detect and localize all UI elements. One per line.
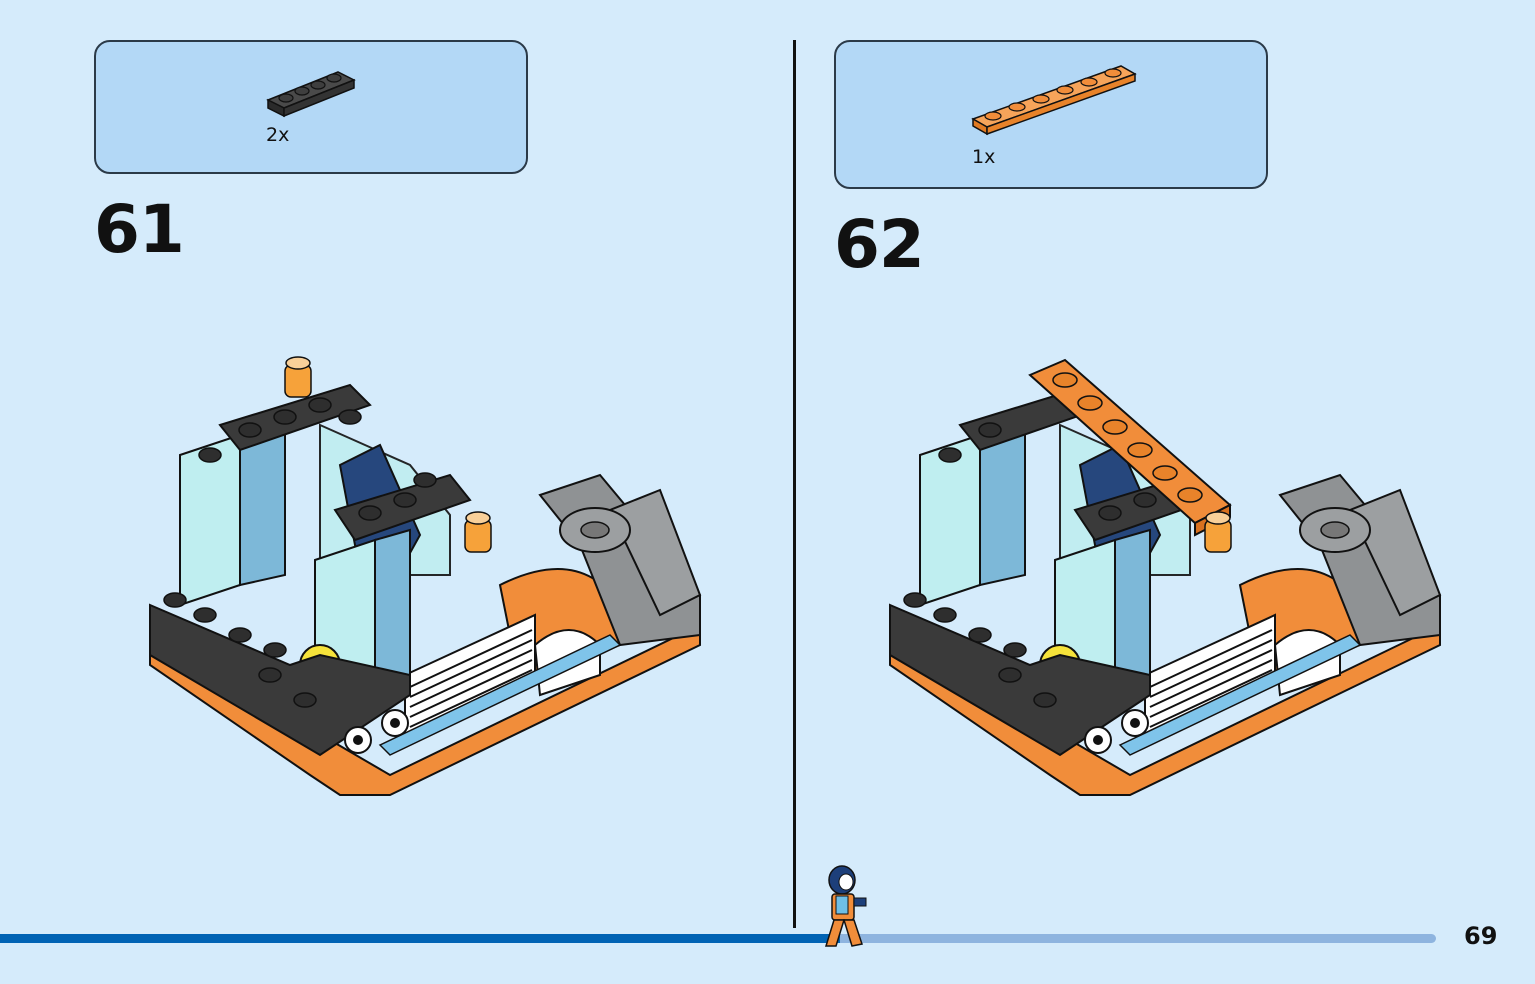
orange-plate-1x6-icon <box>971 65 1137 136</box>
step-62-model-illustration <box>889 358 1442 796</box>
step-62-number: 62 <box>834 206 925 283</box>
step-divider <box>793 40 796 928</box>
minifigure-walker-icon <box>824 865 867 947</box>
page-number: 69 <box>1464 922 1498 950</box>
step-61-parts-callout: 2x <box>94 40 528 174</box>
step-61-number: 61 <box>94 191 185 268</box>
step-62-parts-callout: 1x <box>834 40 1268 189</box>
dark-gray-plate-1x4-icon <box>266 71 356 118</box>
progress-bar-remaining <box>840 934 1436 943</box>
step-61-model-illustration <box>149 356 702 796</box>
step-61-part-quantity: 2x <box>266 124 290 146</box>
step-62-part-quantity: 1x <box>972 146 996 168</box>
progress-bar-completed <box>0 934 840 943</box>
